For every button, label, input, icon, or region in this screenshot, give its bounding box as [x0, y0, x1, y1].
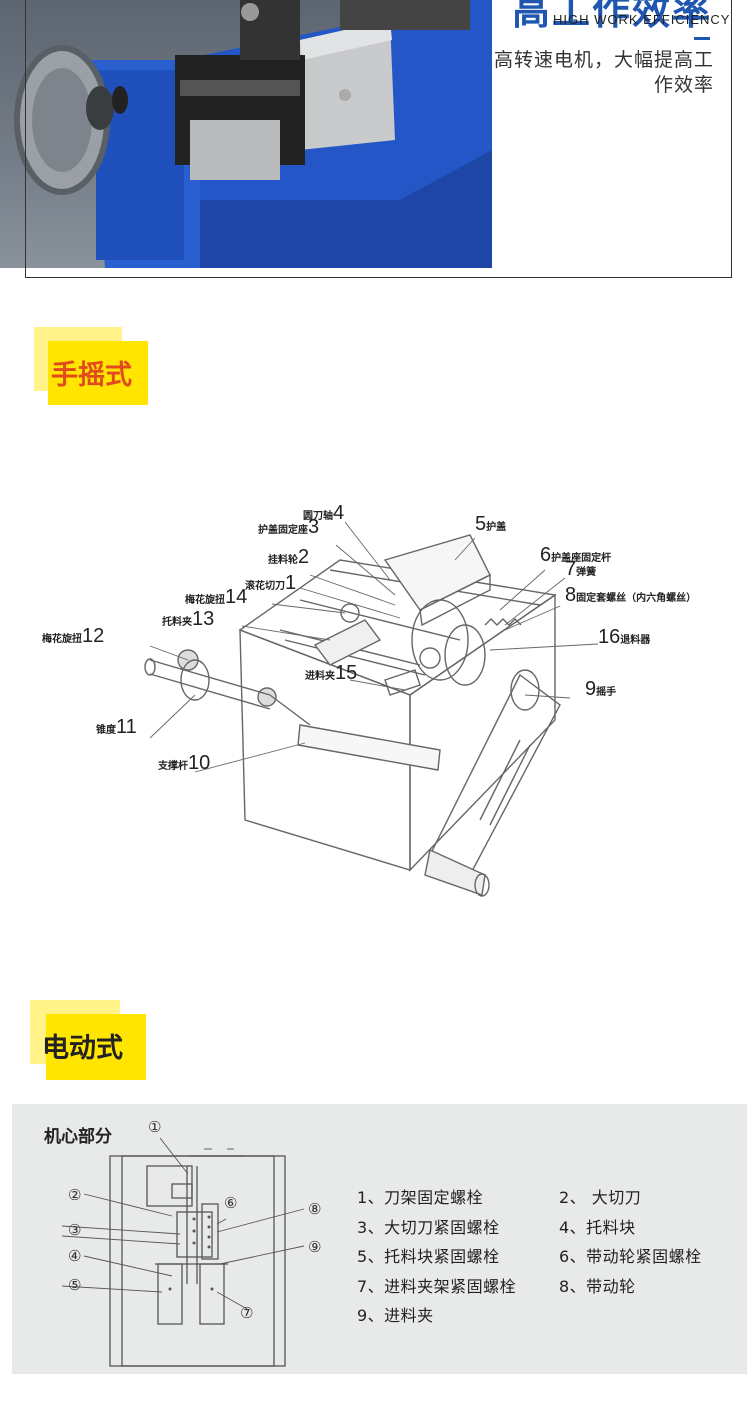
marker-4: ④	[68, 1247, 82, 1265]
callout-4: 圆刀轴4	[303, 502, 345, 524]
tag-bg-yellow	[46, 1014, 146, 1080]
machine-diagram: 圆刀轴4 护盖固定座3 5护盖 挂料轮2 滚花切刀1 6护盖座固定杆 7弹簧 8…	[0, 480, 750, 930]
callout-9: 9摇手	[585, 678, 617, 700]
legend-item-6: 6、带动轮紧固螺栓	[559, 1247, 702, 1266]
marker-2: ②	[68, 1186, 82, 1204]
section-tag-manual: 手摇式	[34, 327, 149, 407]
hero-description: 高转速电机，大幅提高工作效率	[493, 49, 714, 96]
callout-1: 滚花切刀1	[245, 572, 297, 594]
hero-accent-line	[694, 37, 710, 40]
section-tag-electric-label: 电动式	[42, 1033, 123, 1064]
hero-frame	[25, 0, 732, 278]
tag-bg-yellow	[48, 341, 148, 405]
callout-7: 7弹簧	[565, 558, 597, 580]
callout-10: 支撑杆10	[158, 752, 211, 774]
legend-item-7: 7、进料夹架紧固螺栓	[357, 1277, 517, 1296]
core-panel: 机心部分	[12, 1104, 747, 1374]
legend-item-4: 4、托料块	[559, 1218, 636, 1237]
callout-3: 护盖固定座3	[258, 516, 320, 538]
marker-6: ⑥	[224, 1194, 238, 1212]
callout-13: 托料夹13	[162, 608, 215, 630]
legend-item-1: 1、刀架固定螺栓	[357, 1188, 484, 1207]
callout-12: 梅花旋扭12	[42, 625, 105, 647]
hero-subtitle: HIGH WORK EFFICIENCY	[553, 12, 731, 27]
machine-line-drawing	[144, 521, 599, 897]
legend-item-2: 2、 大切刀	[559, 1188, 642, 1207]
callout-6: 6护盖座固定杆	[540, 544, 612, 566]
hero-title: 高工作效率	[512, 0, 713, 33]
callout-16: 16退料器	[598, 626, 651, 648]
callout-8: 8固定套螺丝（内六角螺丝）	[565, 584, 697, 606]
legend-item-5: 5、托料块紧固螺栓	[357, 1247, 500, 1266]
marker-9: ⑨	[308, 1238, 322, 1256]
legend-item-9: 9、进料夹	[357, 1306, 434, 1325]
marker-1: ①	[148, 1118, 162, 1136]
callout-14: 梅花旋扭14	[185, 586, 248, 608]
core-panel-title: 机心部分	[44, 1127, 112, 1147]
callout-11: 锥度11	[96, 716, 137, 738]
machine-photo-illustration	[14, 0, 492, 268]
legend-item-8: 8、带动轮	[559, 1277, 636, 1296]
core-schematic	[61, 1137, 305, 1367]
callout-5: 5护盖	[475, 513, 507, 535]
marker-7: ⑦	[240, 1304, 254, 1322]
section-tag-manual-label: 手摇式	[51, 360, 132, 391]
section-tag-electric: 电动式	[30, 1000, 146, 1080]
machine-photo	[0, 0, 492, 268]
marker-8: ⑧	[308, 1200, 322, 1218]
legend-item-3: 3、大切刀紧固螺栓	[357, 1218, 500, 1237]
marker-3: ③	[68, 1221, 82, 1239]
callout-15: 进料夹15	[305, 662, 358, 684]
marker-5: ⑤	[68, 1276, 82, 1294]
callout-2: 挂料轮2	[268, 546, 310, 568]
hero-section: 高工作效率 HIGH WORK EFFICIENCY 高转速电机，大幅提高工作效…	[0, 0, 750, 285]
